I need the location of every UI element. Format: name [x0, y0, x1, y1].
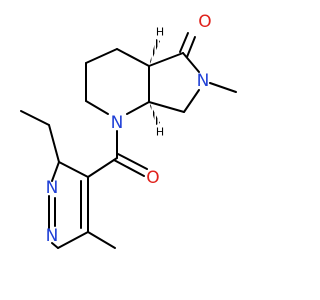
atom-layer: N N O O N N H H — [46, 12, 212, 246]
bond — [58, 161, 89, 178]
stereo-wedge-bottom — [149, 102, 160, 125]
bond — [182, 52, 200, 73]
atom-n-pyrrolidinone: N — [197, 71, 210, 91]
stereo-h-bottom: H — [156, 126, 164, 139]
bond — [179, 32, 189, 53]
atom-o-amide: O — [146, 168, 159, 188]
bond — [87, 231, 116, 249]
atom-n-pyridazine-1: N — [46, 178, 59, 198]
bond — [183, 89, 200, 113]
bond — [57, 231, 89, 249]
bond — [209, 82, 237, 93]
bond — [126, 101, 150, 115]
atom-o-ketone: O — [198, 12, 211, 32]
bond — [48, 124, 60, 163]
bond — [51, 161, 60, 182]
bond-layer — [20, 32, 237, 249]
bond — [87, 157, 118, 178]
stereo-h-top: H — [156, 26, 164, 39]
bond — [148, 52, 184, 67]
atom-n-piperidine: N — [111, 113, 124, 133]
bond — [85, 100, 109, 115]
bond — [148, 101, 185, 113]
bond — [51, 242, 59, 249]
bond — [20, 110, 50, 126]
molecule-structure: N N O O N N H H — [20, 12, 237, 249]
bond — [186, 36, 196, 58]
bond — [85, 48, 118, 64]
bond — [116, 48, 150, 67]
atom-n-pyridazine-2: N — [46, 226, 59, 246]
stereo-wedge-top — [149, 39, 160, 66]
bond — [117, 153, 148, 170]
bond — [113, 159, 145, 177]
